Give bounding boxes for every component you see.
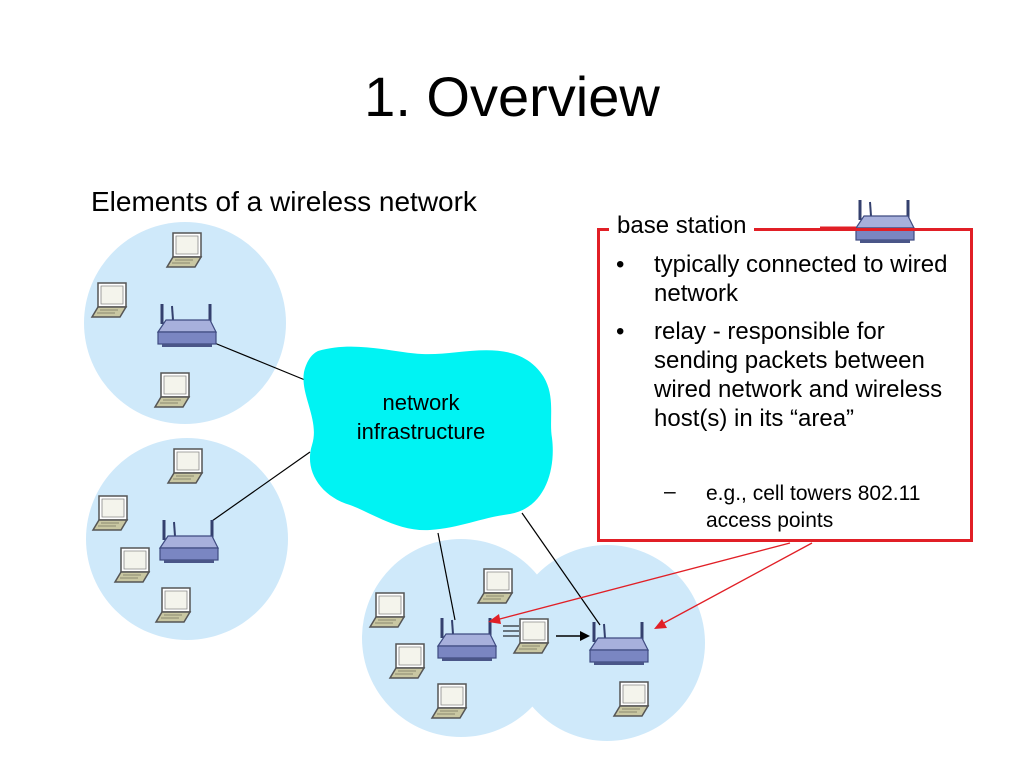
wired-link-1 xyxy=(211,341,306,381)
slide-subtitle: Elements of a wireless network xyxy=(91,186,477,217)
callout-bullet-list: • typically connected to wired network •… xyxy=(616,250,966,442)
pointer-arrow-2 xyxy=(661,542,813,625)
pointer-arrowhead-2 xyxy=(654,619,667,629)
network-cloud xyxy=(303,346,553,531)
list-item: • relay - responsible for sending packet… xyxy=(616,317,966,433)
subbullet-text: e.g., cell towers 802.11 access points xyxy=(706,482,921,532)
bullet-marker: • xyxy=(616,318,625,345)
pointer-arrow-1 xyxy=(495,542,791,621)
cloud-label: network infrastructure xyxy=(331,388,511,446)
subbullet-marker: – xyxy=(664,480,676,503)
wireless-signal-icon xyxy=(503,625,519,637)
base-station-callout-box xyxy=(597,228,973,542)
bullet-text: typically connected to wired network xyxy=(654,251,948,307)
bullet-marker: • xyxy=(616,251,625,278)
wired-link-2 xyxy=(211,451,311,522)
slide-title: 1. Overview xyxy=(364,65,660,128)
list-item: – e.g., cell towers 802.11 access points xyxy=(664,480,964,534)
bullet-text: relay - responsible for sending packets … xyxy=(654,318,943,432)
callout-heading: base station xyxy=(609,210,755,242)
callout-subbullet-list: – e.g., cell towers 802.11 access points xyxy=(664,480,964,534)
list-item: • typically connected to wired network xyxy=(616,250,966,308)
pointer-arrowhead-1 xyxy=(488,614,501,624)
cloud-label-text: network infrastructure xyxy=(356,390,486,444)
wired-link-4 xyxy=(521,512,601,626)
wired-link-3 xyxy=(437,532,456,621)
handoff-arrow-head xyxy=(580,631,590,641)
